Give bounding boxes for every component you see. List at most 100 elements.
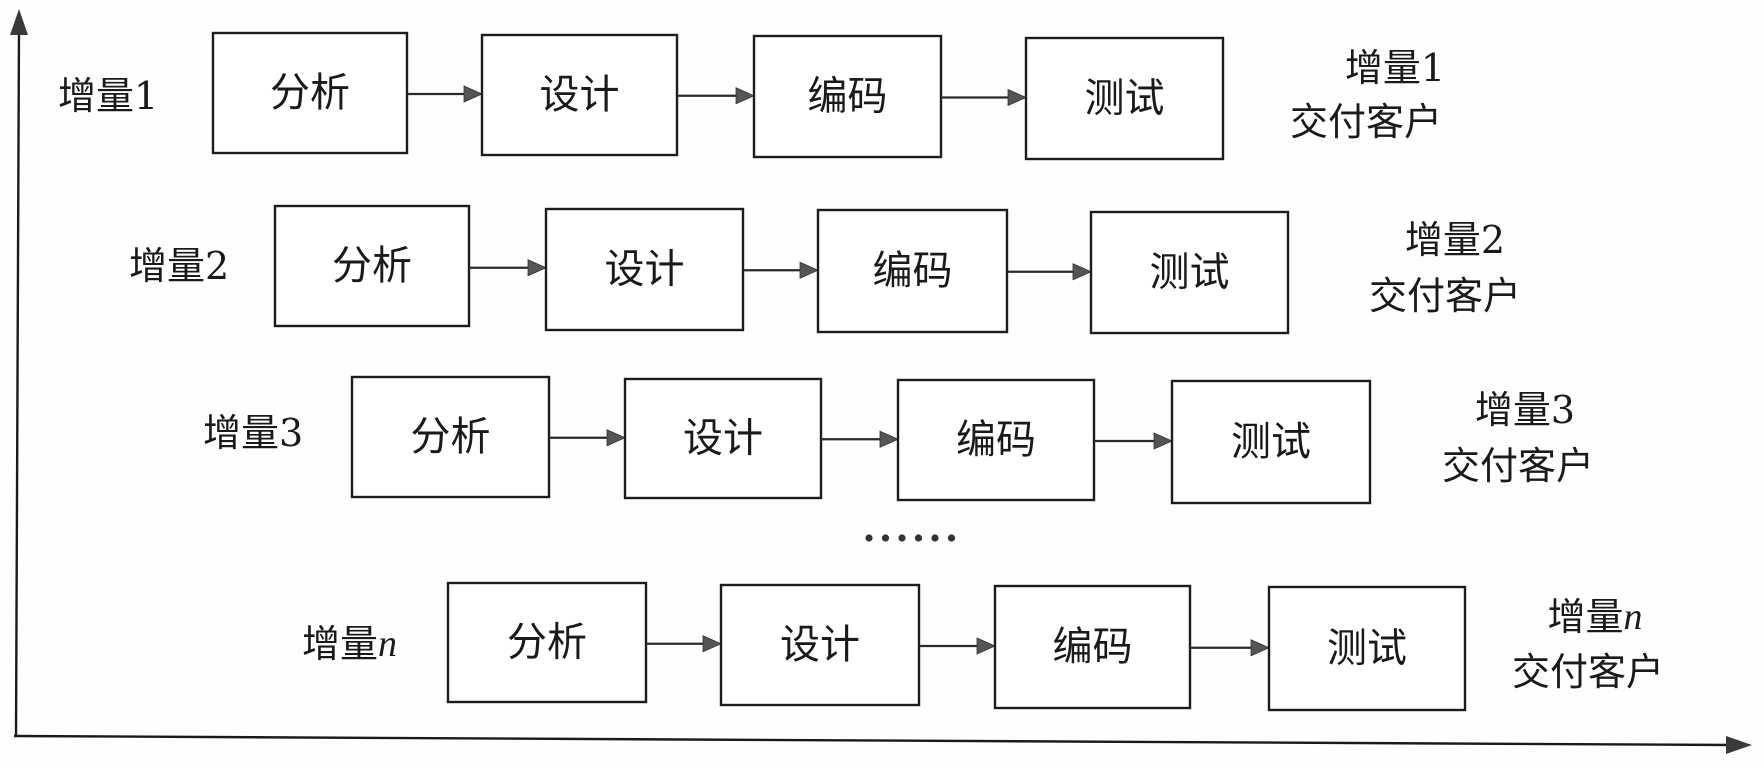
phase-box-design: 设计 xyxy=(719,583,921,707)
increment-label-prefix: 增量 xyxy=(203,411,279,455)
ellipsis-dot xyxy=(898,534,906,542)
increment-label-prefix: 增量 xyxy=(58,74,134,118)
phase-label: 编码 xyxy=(873,248,953,294)
phase-label: 测试 xyxy=(1231,419,1311,465)
phase-box-frame xyxy=(993,584,1192,710)
flow-arrowhead-icon xyxy=(606,429,626,447)
phase-box-testing: 测试 xyxy=(1267,585,1467,712)
delivery-increment: 增量n xyxy=(1547,595,1642,639)
phase-box-coding: 编码 xyxy=(993,584,1192,710)
delivery-increment-index: 2 xyxy=(1481,218,1505,262)
delivery-increment-prefix: 增量 xyxy=(1345,46,1421,90)
flow-arrowhead-icon xyxy=(1007,88,1027,107)
phase-label: 测试 xyxy=(1327,626,1407,672)
ellipsis-dot xyxy=(881,534,890,542)
delivery-increment-prefix: 增量 xyxy=(1547,595,1623,639)
flow-arrowhead-icon xyxy=(1153,432,1173,450)
phase-label: 设计 xyxy=(683,416,763,462)
horizontal-axis xyxy=(13,734,1733,747)
phase-label: 分析 xyxy=(411,414,491,460)
delivery-text: 交付客户 xyxy=(1369,274,1521,318)
phase-box-frame xyxy=(1089,210,1290,335)
delivery-increment-index: 3 xyxy=(1551,388,1575,432)
increment-label: 增量3 xyxy=(203,411,303,455)
ellipsis-dot xyxy=(865,534,873,542)
delivery-increment-prefix: 增量 xyxy=(1475,388,1551,432)
phase-box-coding: 编码 xyxy=(816,208,1009,334)
phase-box-frame xyxy=(1267,585,1467,712)
phase-box-analysis: 分析 xyxy=(350,375,551,499)
phase-label: 分析 xyxy=(332,243,412,289)
vertical-axis-arrowhead-icon xyxy=(10,9,28,35)
phase-box-testing: 测试 xyxy=(1024,36,1225,161)
phase-label: 编码 xyxy=(1053,624,1133,670)
phase-box-analysis: 分析 xyxy=(211,31,409,155)
delivery-increment-index: 1 xyxy=(1421,46,1445,90)
delivery-label: 增量3 交付客户 xyxy=(1442,388,1594,488)
ellipsis-dot xyxy=(931,534,939,542)
delivery-label: 增量2 交付客户 xyxy=(1369,218,1521,318)
phase-box-frame xyxy=(1024,36,1225,161)
increment-label-index: n xyxy=(378,623,397,665)
flow-arrowhead-icon xyxy=(735,87,755,105)
phase-box-analysis: 分析 xyxy=(446,581,648,704)
flow-arrowhead-icon xyxy=(702,635,722,653)
flow-arrowhead-icon xyxy=(976,637,996,655)
flow-arrowhead-icon xyxy=(799,261,819,279)
phase-box-frame xyxy=(480,33,679,157)
phase-box-coding: 编码 xyxy=(896,378,1096,502)
increment-label-prefix: 增量 xyxy=(302,622,378,666)
phase-box-frame xyxy=(544,207,745,332)
delivery-increment: 增量2 xyxy=(1405,218,1505,262)
increment-label-index: 2 xyxy=(205,244,229,288)
phase-box-design: 设计 xyxy=(623,377,823,500)
phase-box-frame xyxy=(211,31,409,155)
increment-label: 增量1 xyxy=(58,74,158,118)
delivery-text: 交付客户 xyxy=(1442,444,1594,488)
flow-arrowhead-icon xyxy=(1250,639,1270,657)
axes xyxy=(10,9,1752,754)
increment-label-prefix: 增量 xyxy=(129,244,205,288)
phase-box-design: 设计 xyxy=(544,207,745,332)
phase-box-frame xyxy=(623,377,823,500)
delivery-increment-prefix: 增量 xyxy=(1405,218,1481,262)
ellipsis-dot xyxy=(947,534,956,542)
increment-label: 增量n xyxy=(302,622,397,666)
phase-label: 测试 xyxy=(1085,76,1165,122)
phase-box-coding: 编码 xyxy=(752,34,943,159)
phase-box-frame xyxy=(1170,379,1372,505)
phase-label: 编码 xyxy=(956,417,1036,463)
phase-box-testing: 测试 xyxy=(1170,379,1372,505)
phase-box-frame xyxy=(446,581,648,704)
delivery-increment: 增量3 xyxy=(1475,388,1575,432)
horizontal-axis-arrowhead-icon xyxy=(1726,736,1752,754)
ellipsis-dots xyxy=(865,534,956,542)
delivery-text: 交付客户 xyxy=(1290,100,1442,144)
phase-label: 设计 xyxy=(540,72,620,118)
flow-arrowhead-icon xyxy=(879,430,899,448)
phase-box-frame xyxy=(896,378,1096,502)
phase-label: 分析 xyxy=(507,620,587,666)
ellipsis-dot xyxy=(914,534,923,542)
phase-box-design: 设计 xyxy=(480,33,679,157)
phase-label: 编码 xyxy=(808,74,888,120)
delivery-label: 增量1 交付客户 xyxy=(1290,46,1445,144)
phase-label: 测试 xyxy=(1150,250,1230,296)
phase-box-frame xyxy=(273,204,471,328)
flow-arrowhead-icon xyxy=(1072,263,1092,281)
increment-label: 增量2 xyxy=(129,244,229,288)
delivery-increment-index: n xyxy=(1624,596,1643,638)
phase-box-testing: 测试 xyxy=(1089,210,1290,335)
flow-arrowhead-icon xyxy=(527,259,547,277)
delivery-text: 交付客户 xyxy=(1512,650,1664,694)
phase-box-frame xyxy=(816,208,1009,334)
phase-label: 分析 xyxy=(270,70,350,116)
increment-label-index: 3 xyxy=(279,411,303,455)
